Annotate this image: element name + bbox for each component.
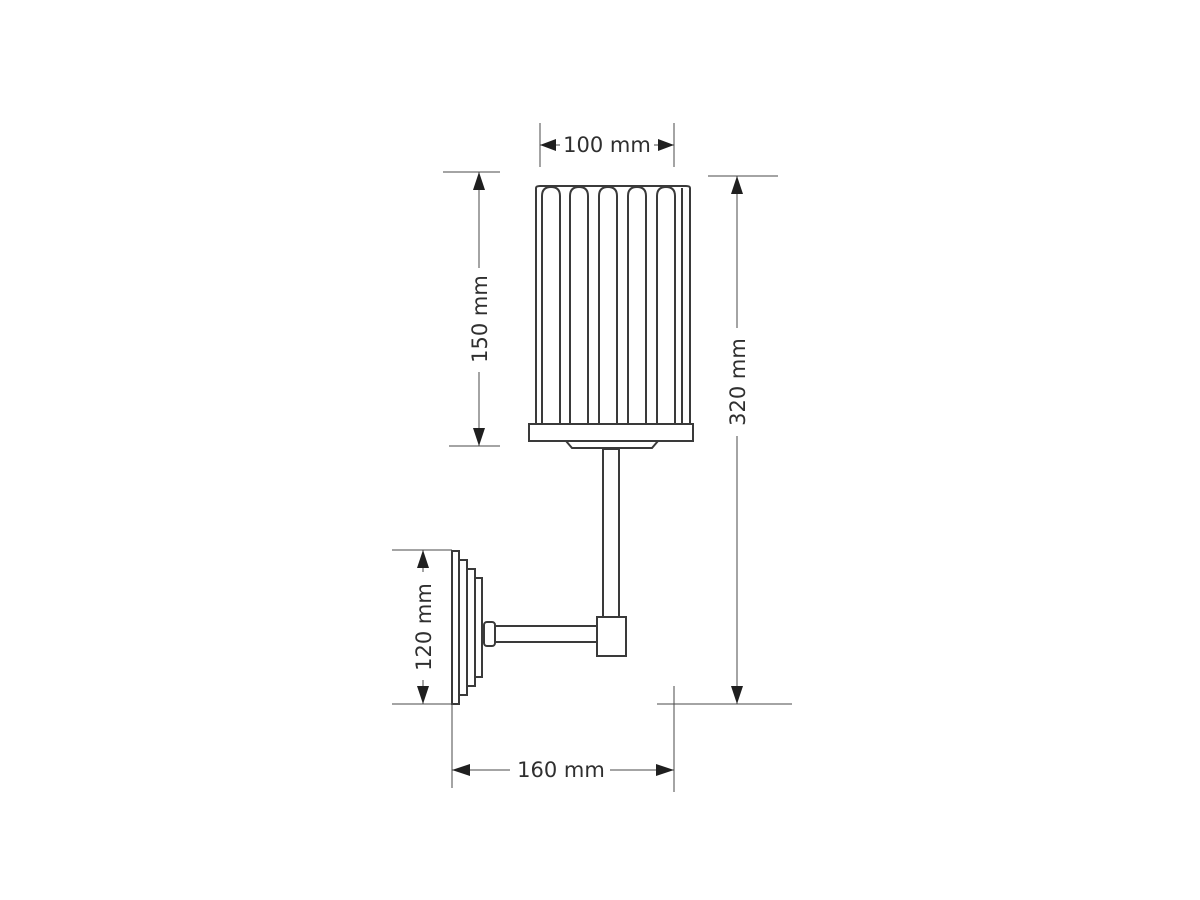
lamp-drawing [451,185,694,705]
arrow-right [656,764,674,776]
dimension-shade-height: 150 mm [443,171,500,447]
arrow-down [473,428,485,446]
shade-base-plate [528,423,694,442]
horizontal-arm [494,625,598,643]
arrow-down [417,686,429,704]
elbow-joint [596,616,627,657]
arrow-right [658,139,674,151]
dimension-base-height: 120 mm [392,549,452,705]
arm-collar [483,621,496,647]
shade-height-label: 150 mm [468,275,492,363]
arrow-left [452,764,470,776]
dimension-top-width: 100 mm [539,123,675,167]
dimension-projection: 160 mm [451,686,675,792]
arrow-left [540,139,556,151]
vertical-stem [602,448,620,618]
base-height-label: 120 mm [412,583,436,671]
arrow-down [731,686,743,704]
lamp-holder [565,440,659,449]
projection-label: 160 mm [517,758,605,782]
total-height-label: 320 mm [726,338,750,426]
fluted-shade [535,185,691,424]
dimension-total-height: 320 mm [657,175,792,705]
arrow-up [417,550,429,568]
top-width-label: 100 mm [563,133,651,157]
arrow-up [473,172,485,190]
wall-plate [451,550,483,705]
arrow-up [731,176,743,194]
